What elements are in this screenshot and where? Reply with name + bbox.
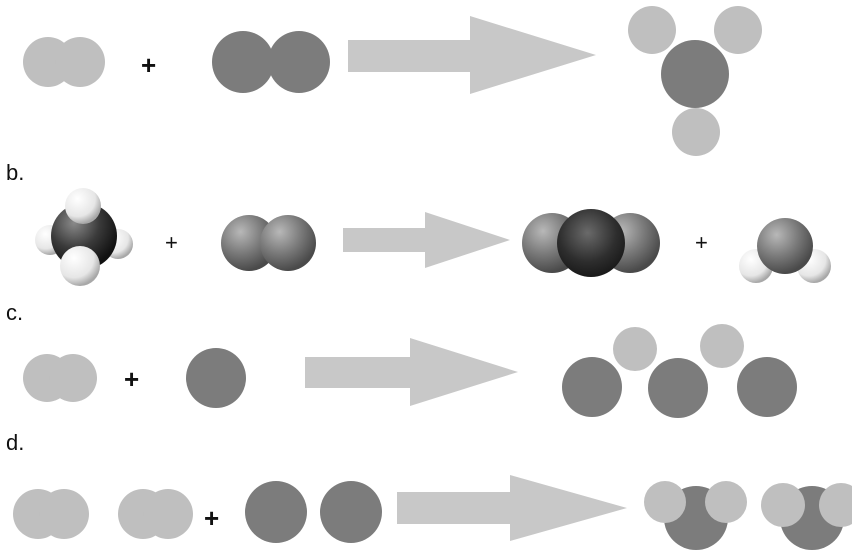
atom-sphere-icon: [714, 6, 762, 54]
row-d: [13, 475, 852, 550]
carbon-atom-icon: [557, 209, 625, 277]
plus-sign-icon: +: [141, 50, 157, 80]
row-label-b: b.: [6, 160, 25, 185]
plus-sign-icon: +: [165, 230, 178, 255]
methane-molecule: [35, 188, 133, 286]
atom-sphere-icon: [705, 481, 747, 523]
row-c: [23, 324, 797, 418]
atom-sphere-icon: [268, 31, 330, 93]
hydrogen-atom-icon: [65, 188, 101, 224]
reaction-arrow-icon: [343, 212, 510, 268]
atom-sphere-icon: [761, 483, 805, 527]
reactant-light-diatomic: [118, 489, 193, 539]
plus-sign-icon: +: [695, 230, 708, 255]
atom-sphere-icon: [737, 357, 797, 417]
atom-sphere-icon: [672, 108, 720, 156]
oxygen-molecule: [221, 215, 316, 271]
hydrogen-atom-icon: [60, 246, 100, 286]
atom-sphere-icon: [644, 481, 686, 523]
atom-sphere-icon: [613, 327, 657, 371]
atom-sphere-icon: [55, 37, 105, 87]
atom-sphere-icon: [186, 348, 246, 408]
reaction-arrow-icon: [305, 338, 518, 406]
carbon-dioxide-molecule: [522, 209, 660, 277]
row-b: [35, 188, 831, 286]
plus-sign-icon: +: [124, 364, 140, 394]
atom-sphere-icon: [648, 358, 708, 418]
reactant-dark-diatomic: [212, 31, 330, 93]
reactant-light-diatomic: [13, 489, 89, 539]
atom-sphere-icon: [49, 354, 97, 402]
atom-sphere-icon: [562, 357, 622, 417]
product-molecule: [644, 481, 747, 550]
atom-sphere-icon: [245, 481, 307, 543]
product-molecule: [628, 6, 762, 156]
oxygen-atom-icon: [221, 215, 277, 271]
atom-sphere-icon: [700, 324, 744, 368]
oxygen-atom-icon: [260, 215, 316, 271]
atom-sphere-icon: [819, 483, 852, 527]
product-molecule: [761, 483, 852, 550]
plus-sign-icon: +: [204, 503, 220, 533]
row-a: [23, 6, 762, 156]
atom-sphere-icon: [628, 6, 676, 54]
atom-sphere-icon: [661, 40, 729, 108]
atom-sphere-icon: [39, 489, 89, 539]
atom-sphere-icon: [212, 31, 274, 93]
atom-sphere-icon: [143, 489, 193, 539]
reactant-light-diatomic: [23, 37, 105, 87]
oxygen-atom-icon: [757, 218, 813, 274]
reaction-arrow-icon: [348, 16, 596, 94]
reactant-light-diatomic: [23, 354, 97, 402]
row-label-c: c.: [6, 300, 24, 325]
product-chain: [562, 324, 797, 418]
reaction-arrow-icon: [397, 475, 627, 541]
atom-sphere-icon: [320, 481, 382, 543]
water-molecule: [739, 218, 831, 283]
row-label-d: d.: [6, 430, 25, 455]
